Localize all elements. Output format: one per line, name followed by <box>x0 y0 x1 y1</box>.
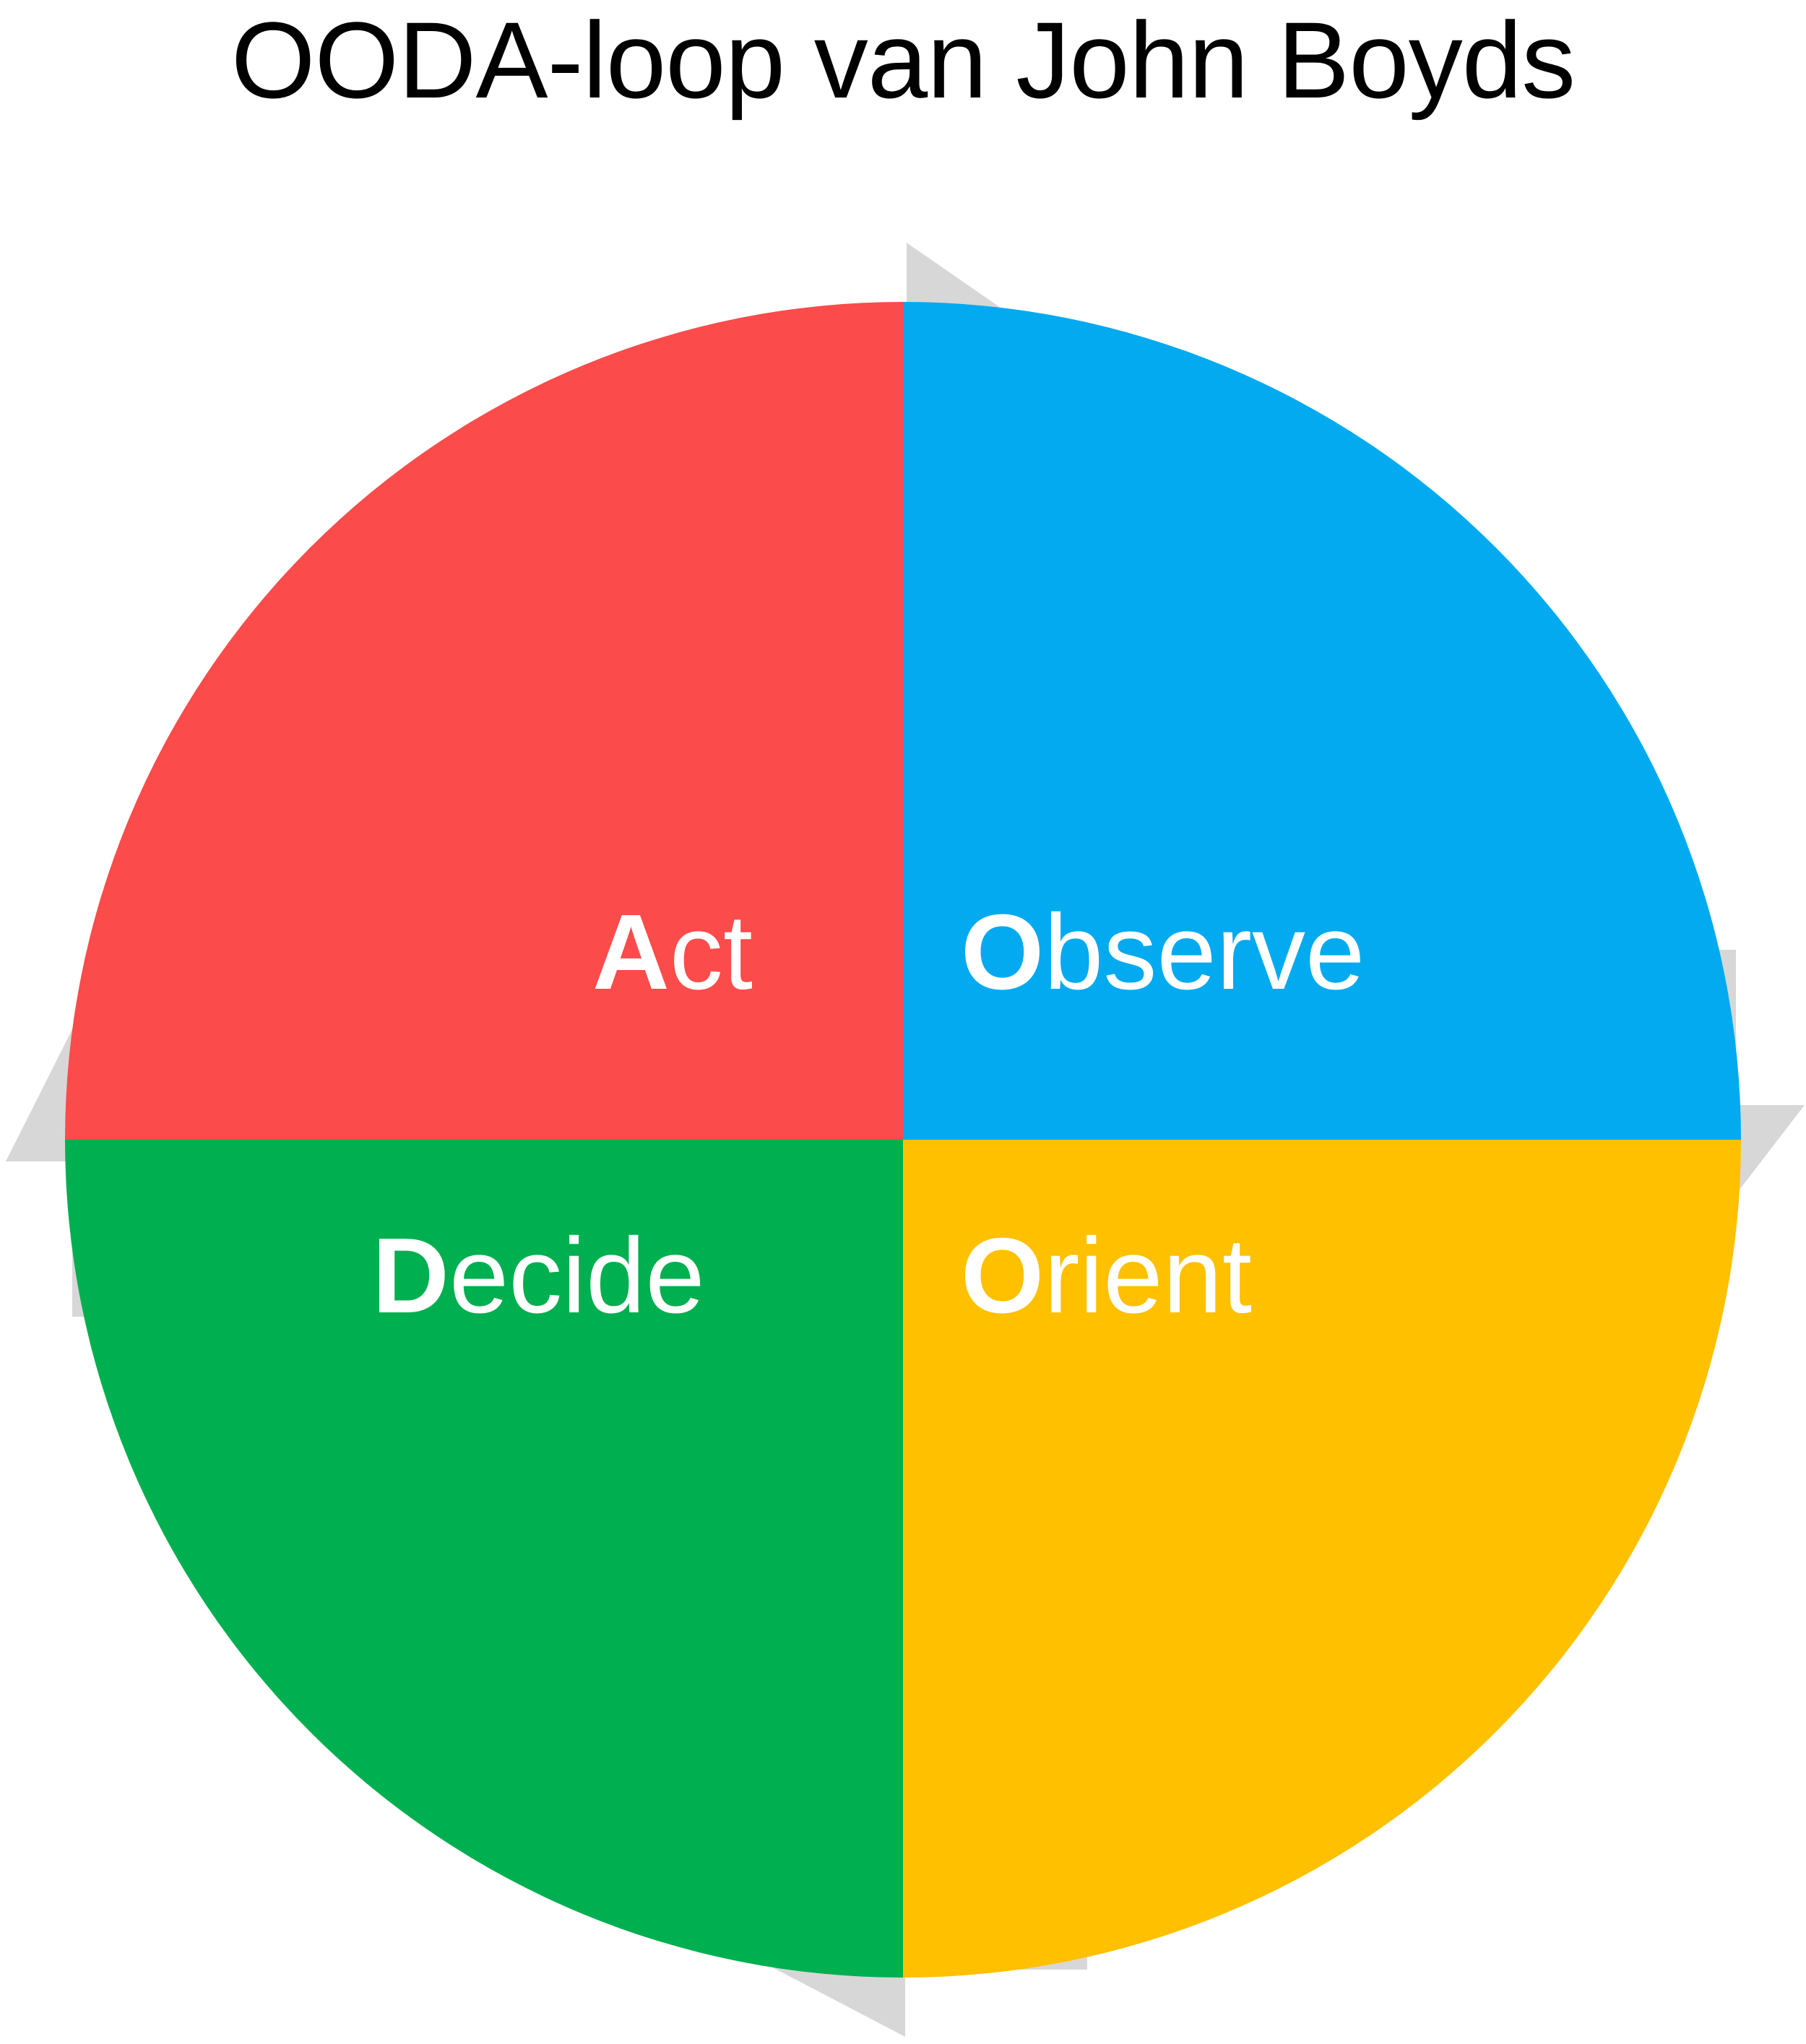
quadrant-label-observe-rest: bserve <box>1044 893 1365 1012</box>
quadrant-label-observe-initial: O <box>961 893 1044 1012</box>
page-title: OODA-loop van John Boyds <box>230 0 1576 121</box>
quadrant-label-act-rest: ct <box>670 893 753 1012</box>
quadrant-orient[interactable] <box>903 1140 1741 1978</box>
quadrant-label-decide-initial: D <box>372 1216 449 1335</box>
quadrant-decide[interactable] <box>65 1140 903 1978</box>
quadrant-observe[interactable] <box>903 302 1741 1140</box>
quadrant-label-orient: Orient <box>961 1216 1252 1335</box>
quadrant-label-orient-initial: O <box>961 1216 1044 1335</box>
quadrant-label-act-initial: A <box>592 893 670 1012</box>
quadrant-label-act: Act <box>592 893 753 1012</box>
quadrant-label-observe: Observe <box>961 893 1365 1012</box>
quadrant-label-decide-rest: ecide <box>449 1216 705 1335</box>
quadrant-wheel <box>65 302 1741 1978</box>
quadrant-act[interactable] <box>65 302 903 1140</box>
quadrant-label-decide: Decide <box>372 1216 705 1335</box>
quadrant-label-orient-rest: rient <box>1044 1216 1252 1335</box>
quadrant-labels-layer: Act Observe Decide Orient <box>372 893 1365 1335</box>
